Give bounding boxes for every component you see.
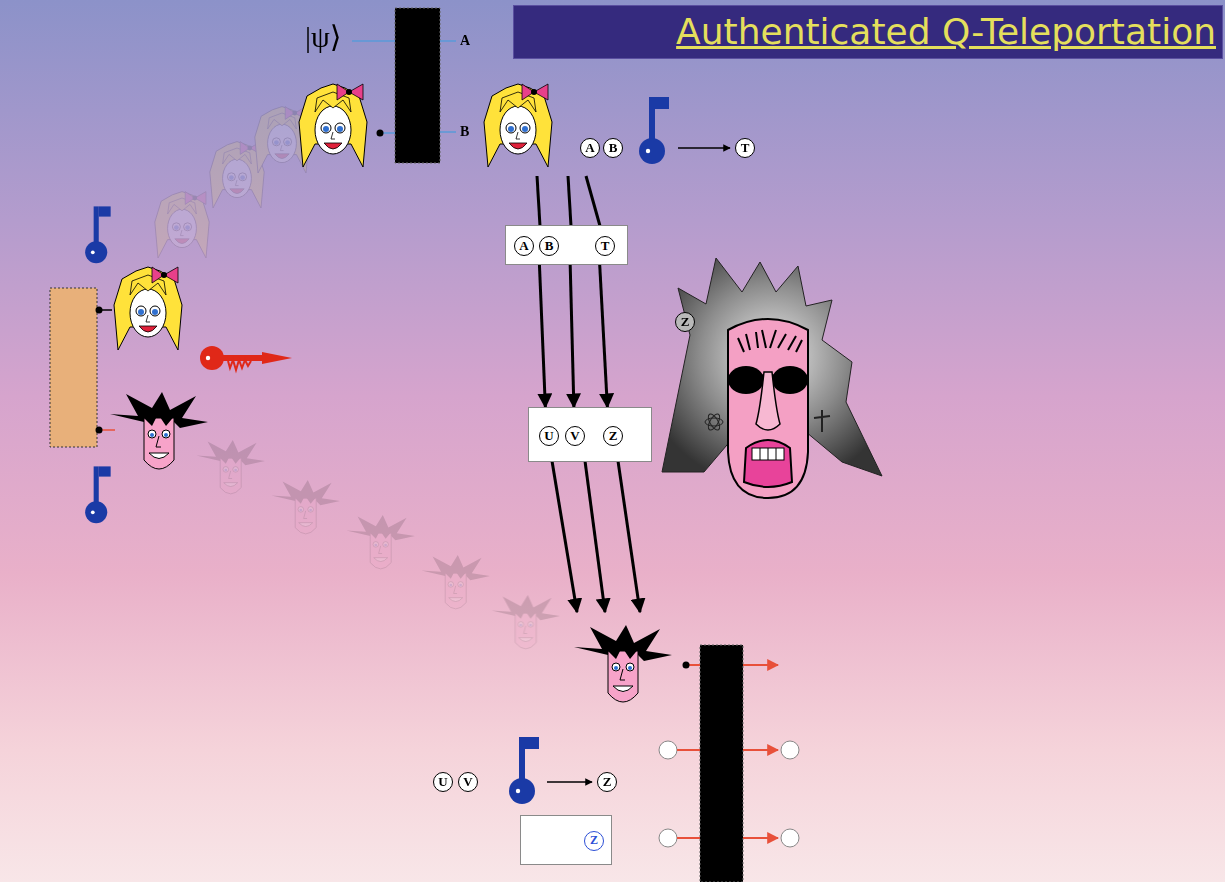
- shared-state: [96, 307, 103, 314]
- eve-figure: [772, 366, 808, 394]
- teleport-input: [678, 147, 730, 149]
- bob-receiver: [677, 749, 700, 751]
- shared-state: [96, 427, 103, 434]
- eve-figure: [768, 448, 769, 460]
- red-key: [222, 355, 262, 361]
- eve-figure: [814, 410, 830, 432]
- message-lines: [618, 461, 640, 612]
- ghost-trail: [155, 192, 209, 258]
- red-key: [228, 360, 251, 370]
- message-symbol: U: [433, 772, 453, 792]
- bob-receiver: [683, 662, 690, 669]
- message-symbol: Z: [603, 426, 623, 446]
- bob-receiver: [574, 625, 672, 702]
- teleport-input: [484, 84, 552, 167]
- bob-receiver: [743, 749, 778, 751]
- eve-figure: [662, 258, 882, 498]
- message-lines: [586, 176, 600, 226]
- wire-label: |ψ⟩: [305, 20, 342, 53]
- message-box: AB T: [505, 225, 628, 265]
- shared-state: [50, 288, 97, 447]
- bob-receiver: [509, 737, 539, 804]
- bob-receiver: [743, 664, 778, 666]
- shared-state: [85, 206, 111, 263]
- message-symbol: T: [735, 138, 755, 158]
- message-symbol: Z: [597, 772, 617, 792]
- ghost-trail: [155, 107, 560, 649]
- atom-symbol: [706, 412, 722, 432]
- teleport-input: [639, 97, 669, 164]
- message-symbol: Z: [584, 831, 604, 851]
- message-box: UVZ: [528, 407, 652, 462]
- bob-receiver: [677, 837, 700, 839]
- ghost-trail: [491, 595, 560, 649]
- teleport-input: [352, 40, 395, 42]
- message-symbol: T: [595, 236, 615, 256]
- eve-figure: [760, 448, 761, 460]
- message-symbol: V: [565, 426, 585, 446]
- teleport-input: [377, 130, 384, 137]
- ghost-trail: [271, 480, 340, 534]
- eve-figure: [776, 448, 777, 460]
- message-lines: [537, 176, 540, 226]
- bob-receiver: [659, 829, 677, 847]
- red-key: [200, 346, 224, 370]
- red-key: [206, 356, 210, 360]
- teleport-input: [299, 84, 367, 167]
- bob-receiver: [781, 741, 799, 759]
- message-symbol: U: [539, 426, 559, 446]
- message-symbol: B: [539, 236, 559, 256]
- shared-state: [114, 267, 182, 350]
- bob-receiver: [509, 625, 799, 882]
- red-key: [200, 346, 292, 370]
- shared-state: [85, 466, 111, 523]
- message-symbol: Z: [675, 312, 695, 332]
- message-arrow: [539, 265, 545, 407]
- atom-symbol: [705, 412, 723, 432]
- eve-figure: [752, 448, 784, 460]
- red-key: [262, 352, 292, 364]
- message-lines: [585, 461, 605, 612]
- message-symbol: A: [514, 236, 534, 256]
- shared-state: [50, 206, 292, 523]
- bob-receiver: [781, 829, 799, 847]
- message-arrow: [600, 265, 608, 407]
- bob-receiver: [700, 645, 743, 882]
- teleport-input: [395, 8, 440, 163]
- atom-symbol: [706, 412, 722, 432]
- message-symbol: A: [580, 138, 600, 158]
- bob-receiver: [547, 781, 592, 783]
- bob-receiver: [659, 741, 677, 759]
- message-box: Z: [520, 815, 612, 865]
- ghost-trail: [346, 515, 415, 569]
- eve-figure: [728, 366, 764, 394]
- wire-label: A: [460, 33, 470, 48]
- teleport-input: [440, 40, 456, 42]
- ghost-trail: [421, 555, 490, 609]
- eve-figure: [756, 372, 780, 430]
- title-banner: Authenticated Q-Teleportation: [513, 5, 1223, 59]
- bob-receiver: [743, 837, 778, 839]
- teleport-input: [440, 131, 456, 133]
- message-symbol: B: [603, 138, 623, 158]
- shared-state: [110, 392, 208, 469]
- ghost-trail: [196, 440, 265, 494]
- eve-figure: [728, 319, 808, 498]
- message-arrow: [570, 265, 574, 407]
- eve-figure: [738, 330, 802, 352]
- title-text: Authenticated Q-Teleportation: [676, 12, 1216, 52]
- eve-figure: [744, 440, 792, 487]
- atom-symbol: [705, 418, 723, 426]
- wire-label: B: [460, 124, 469, 139]
- message-symbol: V: [458, 772, 478, 792]
- message-lines: [568, 176, 571, 226]
- message-lines: [552, 461, 577, 612]
